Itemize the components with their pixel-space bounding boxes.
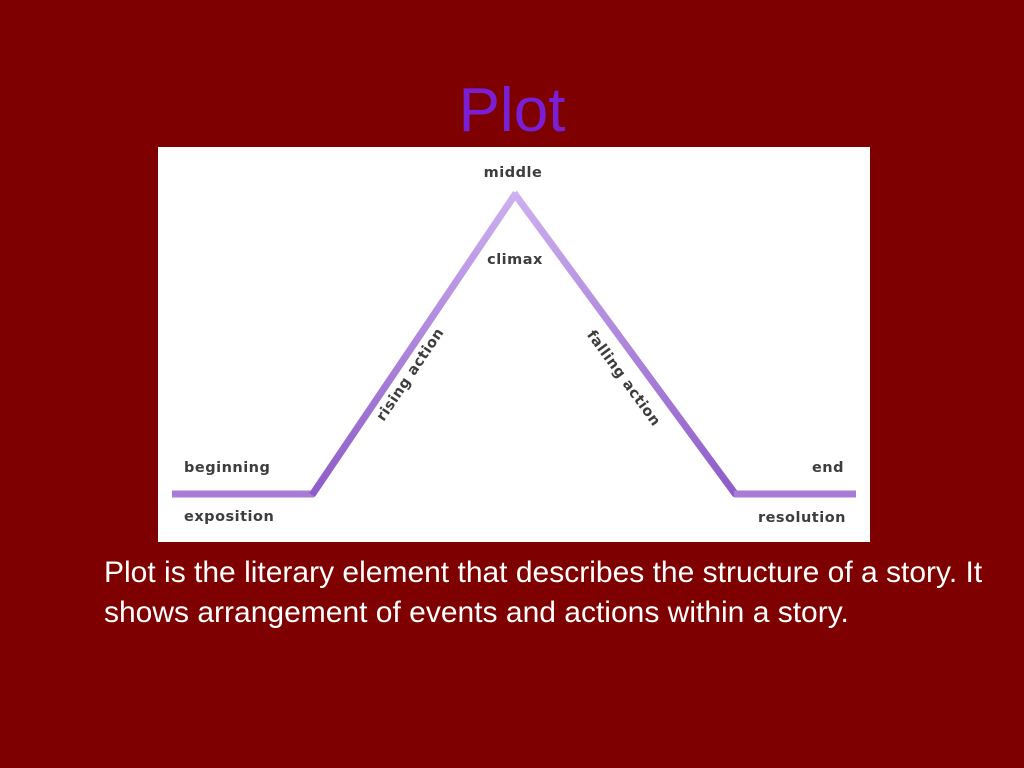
label-end: end	[812, 460, 844, 476]
plot-diagram: middle climax beginning exposition end r…	[158, 147, 870, 542]
label-rising-action: rising action	[374, 325, 448, 424]
falling-action-line	[511, 190, 739, 498]
plot-diagram-svg: middle climax beginning exposition end r…	[172, 165, 856, 526]
rising-action-line	[309, 191, 519, 497]
label-climax: climax	[487, 252, 543, 268]
label-beginning: beginning	[184, 460, 270, 476]
plot-description: Plot is the literary element that descri…	[104, 556, 983, 629]
slide-title: Plot	[458, 76, 566, 145]
label-exposition: exposition	[184, 509, 274, 525]
label-resolution: resolution	[758, 510, 846, 526]
label-middle: middle	[484, 165, 543, 181]
